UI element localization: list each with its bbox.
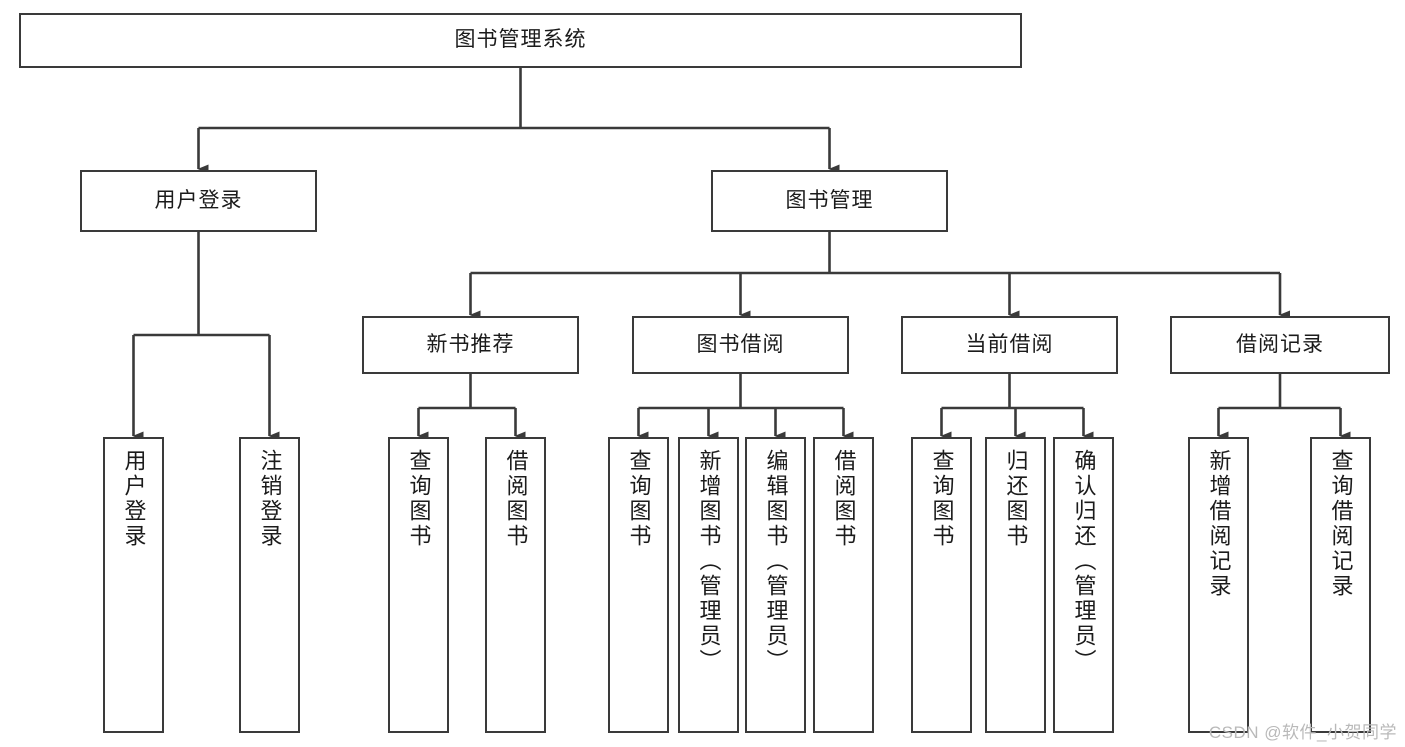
node-leaf-return-book[interactable]: 归还图书	[985, 437, 1046, 733]
node-leaf-edit-book-admin[interactable]: 编辑图书（管理员）	[745, 437, 806, 733]
node-root-label: 图书管理系统	[454, 28, 587, 52]
node-leaf-query-book-2[interactable]: 查询图书	[608, 437, 669, 733]
node-book-manage[interactable]: 图书管理	[711, 170, 948, 232]
node-leaf-borrow-book-1-label: 借阅图书	[503, 449, 529, 549]
node-leaf-user-login-label: 用户登录	[121, 449, 147, 549]
node-leaf-add-borrow-record[interactable]: 新增借阅记录	[1188, 437, 1249, 733]
node-leaf-user-login[interactable]: 用户登录	[103, 437, 164, 733]
node-leaf-query-book-2-label: 查询图书	[626, 449, 652, 549]
node-user-login-label: 用户登录	[154, 188, 243, 212]
node-leaf-query-borrow-record[interactable]: 查询借阅记录	[1310, 437, 1371, 733]
node-root[interactable]: 图书管理系统	[19, 13, 1022, 68]
node-leaf-confirm-return-admin[interactable]: 确认归还（管理员）	[1053, 437, 1114, 733]
node-leaf-borrow-book-2-label: 借阅图书	[831, 449, 857, 549]
node-book-borrow[interactable]: 图书借阅	[632, 316, 849, 374]
node-leaf-query-book-1[interactable]: 查询图书	[388, 437, 449, 733]
node-leaf-borrow-book-1[interactable]: 借阅图书	[485, 437, 546, 733]
node-new-book-recommend-label: 新书推荐	[426, 332, 515, 356]
node-leaf-edit-book-admin-label: 编辑图书（管理员）	[763, 449, 789, 674]
node-borrow-record-label: 借阅记录	[1236, 332, 1324, 356]
node-leaf-return-book-label: 归还图书	[1003, 449, 1029, 549]
node-leaf-add-book-admin[interactable]: 新增图书（管理员）	[678, 437, 739, 733]
node-leaf-user-logout-label: 注销登录	[257, 449, 283, 549]
node-leaf-query-borrow-record-label: 查询借阅记录	[1328, 449, 1354, 599]
node-leaf-borrow-book-2[interactable]: 借阅图书	[813, 437, 874, 733]
node-leaf-query-book-3-label: 查询图书	[929, 449, 955, 549]
node-leaf-confirm-return-admin-label: 确认归还（管理员）	[1071, 449, 1097, 674]
node-leaf-query-book-1-label: 查询图书	[406, 449, 432, 549]
node-book-borrow-label: 图书借阅	[696, 332, 785, 356]
node-current-borrow-label: 当前借阅	[965, 332, 1054, 356]
csdn-watermark: CSDN @软件_小贺同学	[1208, 723, 1397, 742]
node-borrow-record[interactable]: 借阅记录	[1170, 316, 1390, 374]
node-current-borrow[interactable]: 当前借阅	[901, 316, 1118, 374]
node-leaf-user-logout[interactable]: 注销登录	[239, 437, 300, 733]
node-leaf-query-book-3[interactable]: 查询图书	[911, 437, 972, 733]
node-new-book-recommend[interactable]: 新书推荐	[362, 316, 579, 374]
node-leaf-add-borrow-record-label: 新增借阅记录	[1206, 449, 1232, 599]
node-user-login[interactable]: 用户登录	[80, 170, 317, 232]
node-leaf-add-book-admin-label: 新增图书（管理员）	[696, 449, 722, 674]
node-book-manage-label: 图书管理	[785, 188, 874, 212]
